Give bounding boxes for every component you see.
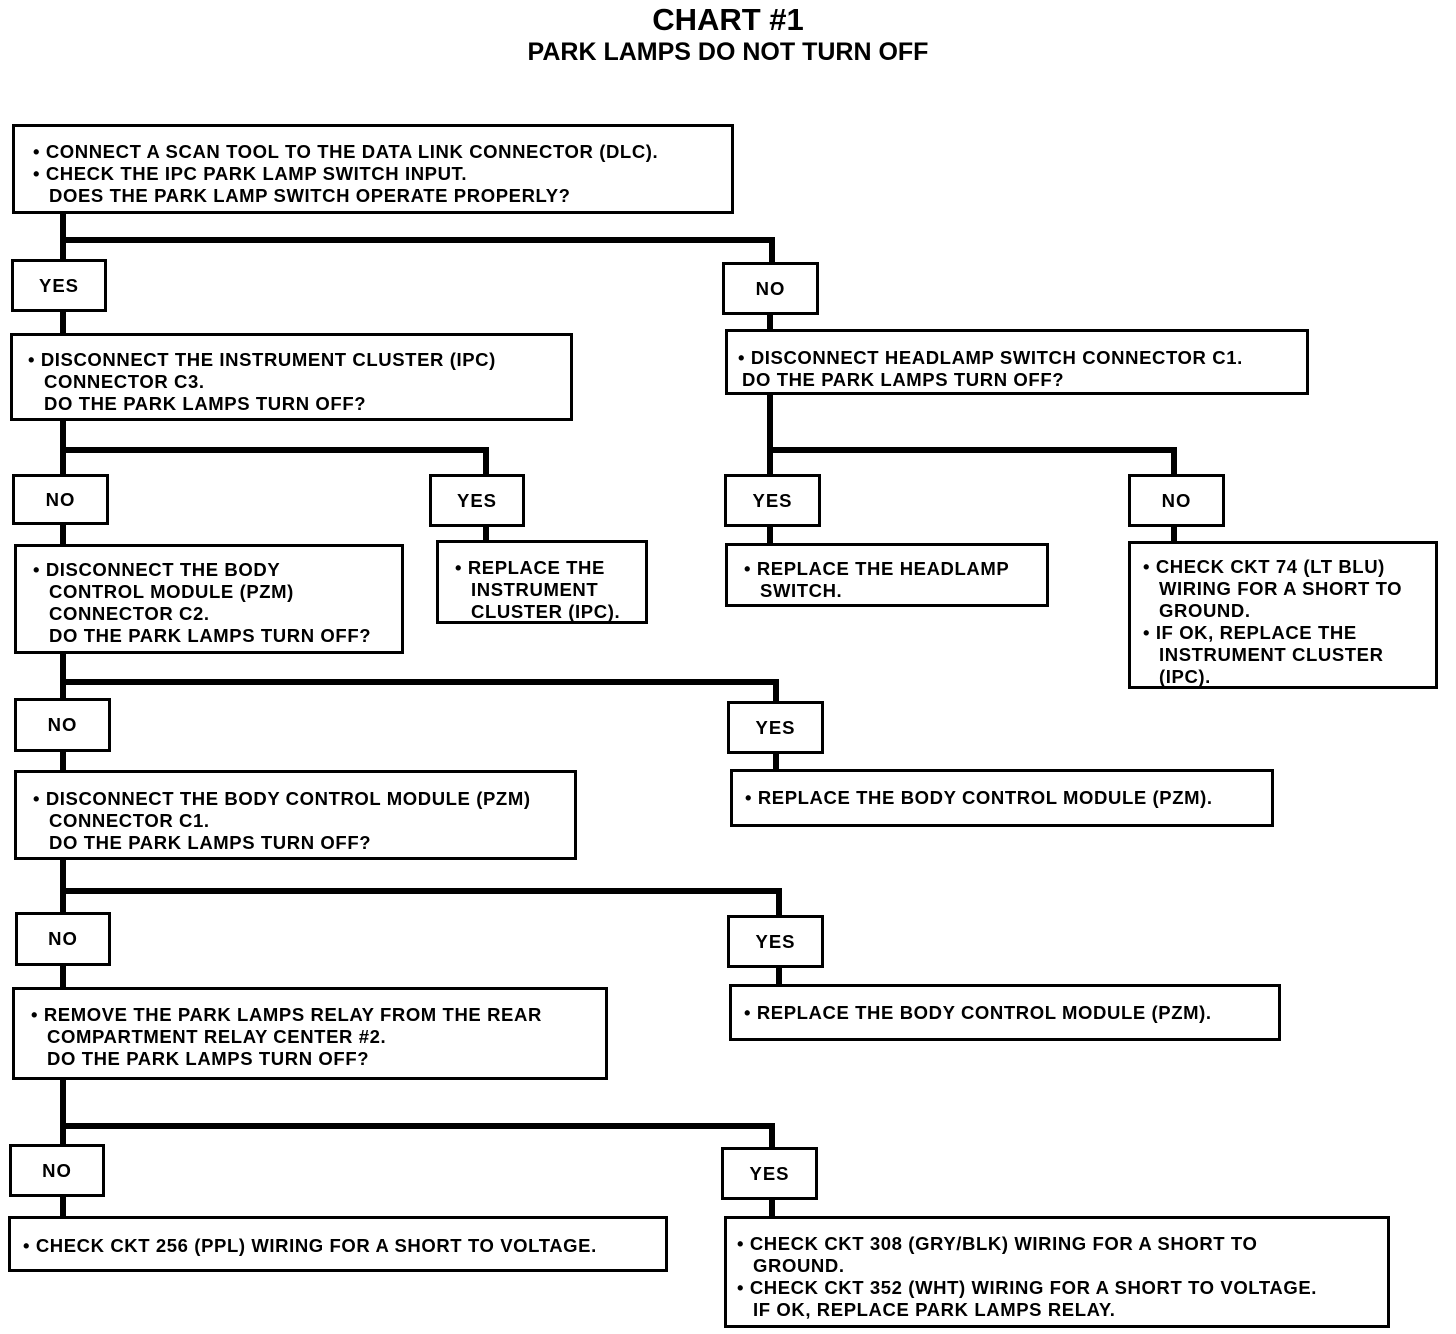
answer-no: NO [1128,474,1225,527]
step-text-line: • DISCONNECT HEADLAMP SWITCH CONNECTOR C… [738,347,1243,368]
step-text-line: • CHECK CKT 352 (WHT) WIRING FOR A SHORT… [737,1277,1317,1298]
answer-no: NO [12,474,109,525]
step-connect-scan-tool: • CONNECT A SCAN TOOL TO THE DATA LINK C… [12,124,734,214]
step-check-ckt-256: • CHECK CKT 256 (PPL) WIRING FOR A SHORT… [8,1216,668,1272]
answer-yes: YES [721,1147,818,1200]
connector-s8-yes [60,888,782,918]
step-text-line: INSTRUMENT [471,579,599,600]
step-disconnect-ipc-c3: • DISCONNECT THE INSTRUMENT CLUSTER (IPC… [10,333,573,421]
step-text-line: DO THE PARK LAMPS TURN OFF? [47,1048,370,1069]
chart-subtitle: PARK LAMPS DO NOT TURN OFF [527,38,929,66]
step-text-line: • CHECK CKT 74 (LT BLU) [1143,556,1385,577]
step-text-line: • REPLACE THE [455,557,605,578]
answer-no: NO [15,912,111,966]
answer-yes: YES [727,915,824,968]
connector-s10-yes [60,1123,775,1150]
step-text-line: • REPLACE THE BODY CONTROL MODULE (PZM). [745,787,1213,808]
step-disconnect-pzm-c2: • DISCONNECT THE BODY CONTROL MODULE (PZ… [14,544,404,654]
step-text-line: • CHECK CKT 256 (PPL) WIRING FOR A SHORT… [23,1235,597,1256]
connector-s2-yes [60,447,489,477]
step-text-line: CONNECTOR C3. [44,371,205,392]
step-text-line: • DISCONNECT THE BODY CONTROL MODULE (PZ… [33,788,531,809]
answer-no: NO [14,698,111,752]
step-text-line: • IF OK, REPLACE THE [1143,622,1357,643]
step-text-line: • REPLACE THE HEADLAMP [744,558,1010,579]
answer-yes: YES [727,701,824,754]
step-text-line: • DISCONNECT THE INSTRUMENT CLUSTER (IPC… [28,349,496,370]
answer-yes: YES [724,474,821,527]
step-replace-pzm-2: • REPLACE THE BODY CONTROL MODULE (PZM). [729,984,1281,1041]
step-text-line: (IPC). [1159,666,1211,687]
answer-yes: YES [429,474,525,527]
step-text-line: WIRING FOR A SHORT TO [1159,578,1403,599]
step-text-line: DOES THE PARK LAMP SWITCH OPERATE PROPER… [49,185,571,206]
step-text-line: DO THE PARK LAMPS TURN OFF? [49,625,372,646]
step-text-line: • REMOVE THE PARK LAMPS RELAY FROM THE R… [31,1004,542,1025]
step-check-ckt-74: • CHECK CKT 74 (LT BLU) WIRING FOR A SHO… [1128,541,1438,689]
answer-yes: YES [11,259,107,312]
step-text-line: IF OK, REPLACE PARK LAMPS RELAY. [753,1299,1116,1320]
step-text-line: INSTRUMENT CLUSTER [1159,644,1384,665]
step-text-line: • CONNECT A SCAN TOOL TO THE DATA LINK C… [33,141,659,162]
step-text-line: DO THE PARK LAMPS TURN OFF? [49,832,372,853]
step-replace-pzm-1: • REPLACE THE BODY CONTROL MODULE (PZM). [730,769,1274,827]
step-replace-headlamp-switch: • REPLACE THE HEADLAMP SWITCH. [725,543,1049,607]
step-text-line: SWITCH. [760,580,843,601]
answer-no: NO [9,1144,105,1197]
step-remove-park-lamps-relay: • REMOVE THE PARK LAMPS RELAY FROM THE R… [12,987,608,1080]
step-text-line: CONNECTOR C2. [49,603,210,624]
step-disconnect-pzm-c1: • DISCONNECT THE BODY CONTROL MODULE (PZ… [14,770,577,860]
step-text-line: CLUSTER (IPC). [471,601,621,622]
step-text-line: CONTROL MODULE (PZM) [49,581,294,602]
step-text-line: GROUND. [753,1255,845,1276]
step-text-line: • CHECK CKT 308 (GRY/BLK) WIRING FOR A S… [737,1233,1258,1254]
step-text-line: CONNECTOR C1. [49,810,210,831]
step-text-line: • CHECK THE IPC PARK LAMP SWITCH INPUT. [33,163,468,184]
step-text-line: GROUND. [1159,600,1251,621]
step-text-line: • DISCONNECT THE BODY [33,559,281,580]
step-disconnect-headlamp-c1: • DISCONNECT HEADLAMP SWITCH CONNECTOR C… [725,329,1309,395]
answer-no: NO [722,262,819,315]
step-replace-ipc: • REPLACE THE INSTRUMENT CLUSTER (IPC). [436,540,648,624]
connector-s4-yes [60,679,779,704]
step-check-ckt-308-352: • CHECK CKT 308 (GRY/BLK) WIRING FOR A S… [724,1216,1390,1328]
chart-title: CHART #1 [652,2,804,37]
step-text-line: • REPLACE THE BODY CONTROL MODULE (PZM). [744,1002,1212,1023]
connector-s3-no [767,447,1177,477]
step-text-line: DO THE PARK LAMPS TURN OFF? [44,393,367,414]
connector-s1-no [60,237,775,265]
step-text-line: COMPARTMENT RELAY CENTER #2. [47,1026,387,1047]
step-text-line: DO THE PARK LAMPS TURN OFF? [742,369,1065,390]
